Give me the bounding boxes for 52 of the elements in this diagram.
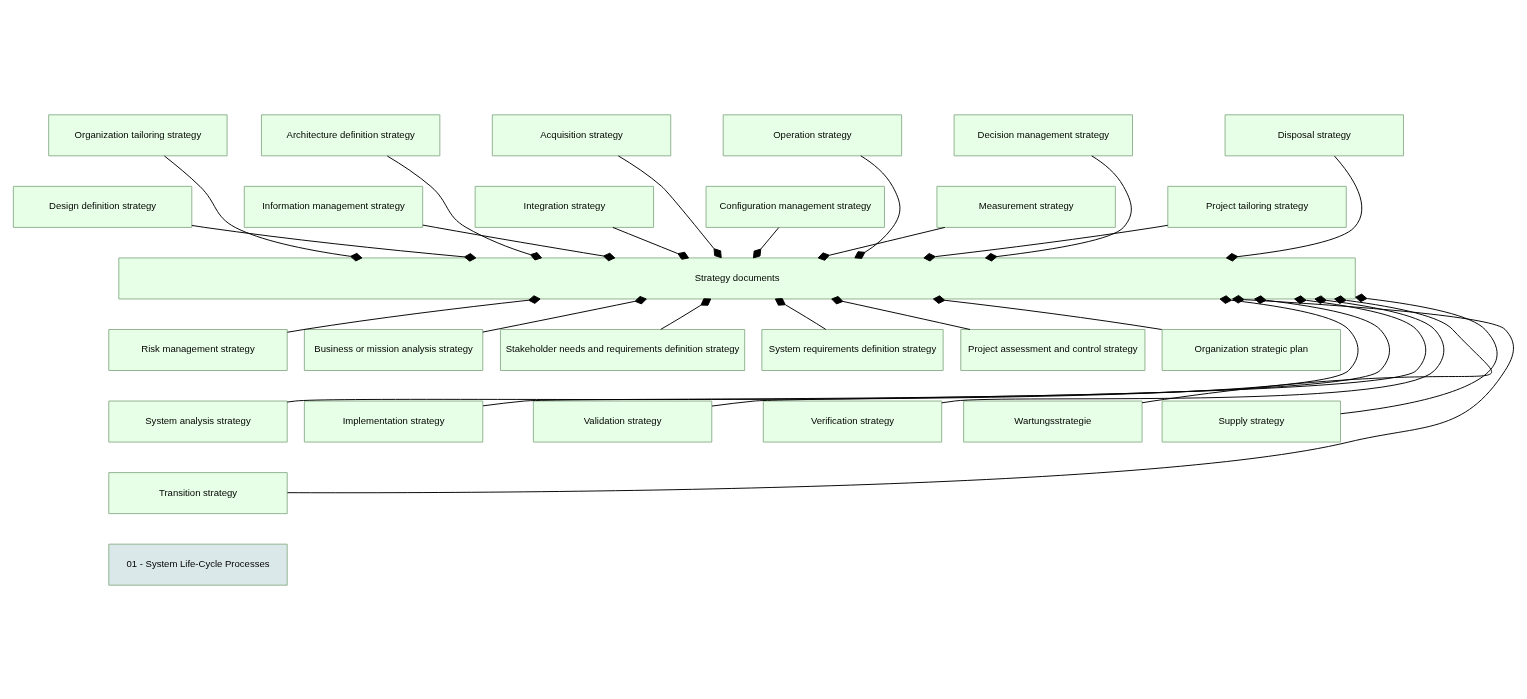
- node-box: Decision management strategy: [953, 113, 1133, 156]
- node-box: Implementation strategy: [303, 400, 484, 443]
- node-box: Organization strategic plan: [1161, 328, 1341, 371]
- connector: [711, 294, 1427, 407]
- node-box: 01 - System Life-Cycle Processes: [108, 543, 288, 586]
- node-box: Transition strategy: [108, 471, 288, 514]
- node-box: Organization tailoring strategy: [48, 113, 228, 156]
- node-box: System requirements definition strategy: [761, 328, 944, 371]
- connector: [286, 294, 1359, 403]
- connector: [660, 297, 712, 330]
- connector: [612, 226, 690, 260]
- connector: [752, 226, 780, 258]
- node-box: Acquisition strategy: [491, 113, 672, 156]
- node-box: Verification strategy: [762, 400, 943, 443]
- connector: [482, 294, 1390, 406]
- node-box: Validation strategy: [532, 400, 713, 443]
- node-box: Disposal strategy: [1224, 113, 1404, 156]
- node-box: System analysis strategy: [108, 400, 288, 443]
- connector: [941, 294, 1445, 403]
- node-box: Operation strategy: [722, 113, 903, 156]
- connector: [287, 294, 1514, 493]
- node-box: Project assessment and control strategy: [960, 328, 1146, 371]
- connector: [422, 224, 616, 261]
- connector: [386, 155, 542, 260]
- connector: [932, 294, 1163, 330]
- node-box: Information management strategy: [243, 185, 424, 228]
- node-box: Measurement strategy: [936, 185, 1116, 228]
- connector: [1340, 293, 1498, 414]
- node-box: Wartungsstrategie: [963, 400, 1143, 443]
- node-box: Architecture definition strategy: [260, 113, 441, 156]
- connector: [1141, 294, 1492, 403]
- node-box: Risk management strategy: [108, 328, 288, 371]
- node-box: Configuration management strategy: [705, 185, 885, 228]
- connector: [617, 154, 722, 258]
- node-box: Project tailoring strategy: [1167, 185, 1347, 228]
- connector: [191, 224, 477, 262]
- connector: [817, 226, 946, 261]
- node-box: Design definition strategy: [12, 185, 193, 228]
- connector: [854, 154, 901, 259]
- node-box: Integration strategy: [474, 185, 655, 228]
- connector: [482, 295, 647, 333]
- node-box: Business or mission analysis strategy: [303, 328, 484, 371]
- connector: [985, 154, 1132, 261]
- connector: [163, 155, 363, 261]
- connector: [923, 224, 1169, 262]
- node-box: Strategy documents: [118, 256, 1356, 299]
- connector: [1225, 155, 1363, 262]
- connector: [831, 295, 971, 330]
- connector: [286, 294, 541, 333]
- node-box: Supply strategy: [1161, 400, 1341, 443]
- connector: [774, 297, 827, 330]
- node-box: Stakeholder needs and requirements definition strategy: [499, 328, 746, 371]
